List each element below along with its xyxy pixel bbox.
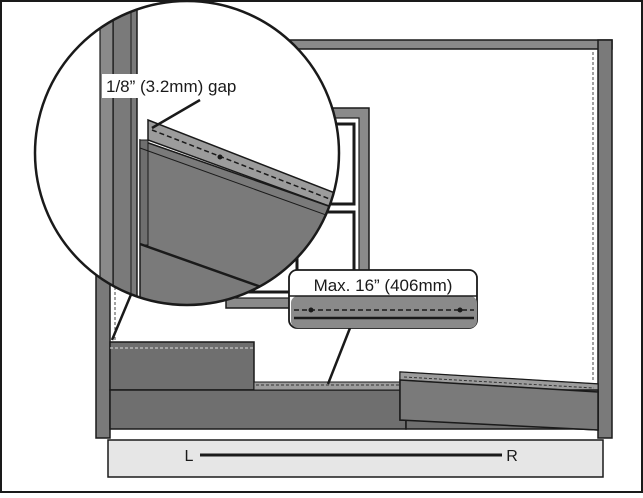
foundation-strip xyxy=(107,439,604,478)
max-spacing-callout: Max. 16” (406mm) xyxy=(288,269,478,329)
siding-nail-line-3 xyxy=(403,376,595,389)
right-stud xyxy=(597,39,613,439)
siding-courses xyxy=(109,341,599,431)
siding-panel-bottom xyxy=(109,389,407,430)
detail-nail xyxy=(217,154,223,160)
detail-panel-edge xyxy=(139,147,339,221)
left-label: L xyxy=(185,448,194,465)
detail-panel-end xyxy=(139,139,149,246)
spacing-leader-line xyxy=(326,327,352,385)
gap-leader-line xyxy=(151,98,201,130)
siding-panel-left-upper xyxy=(109,341,255,391)
gap-label-background xyxy=(102,74,278,98)
right-label: R xyxy=(506,448,518,465)
siding-panel-angled-face xyxy=(399,379,599,431)
direction-indicator: L R xyxy=(185,448,518,465)
detail-stud xyxy=(112,1,138,305)
magnifier-ring xyxy=(33,0,341,307)
gap-label: 1/8” (3.2mm) gap xyxy=(106,77,236,96)
detail-nail-line xyxy=(151,129,339,204)
callout-nail-right xyxy=(457,307,463,313)
max-spacing-label: Max. 16” (406mm) xyxy=(314,276,453,295)
siding-nail-hem xyxy=(253,381,407,391)
callout-nail-left xyxy=(308,307,314,313)
detail-stud-edge xyxy=(99,1,114,305)
callout-siding-swatch xyxy=(291,296,477,328)
